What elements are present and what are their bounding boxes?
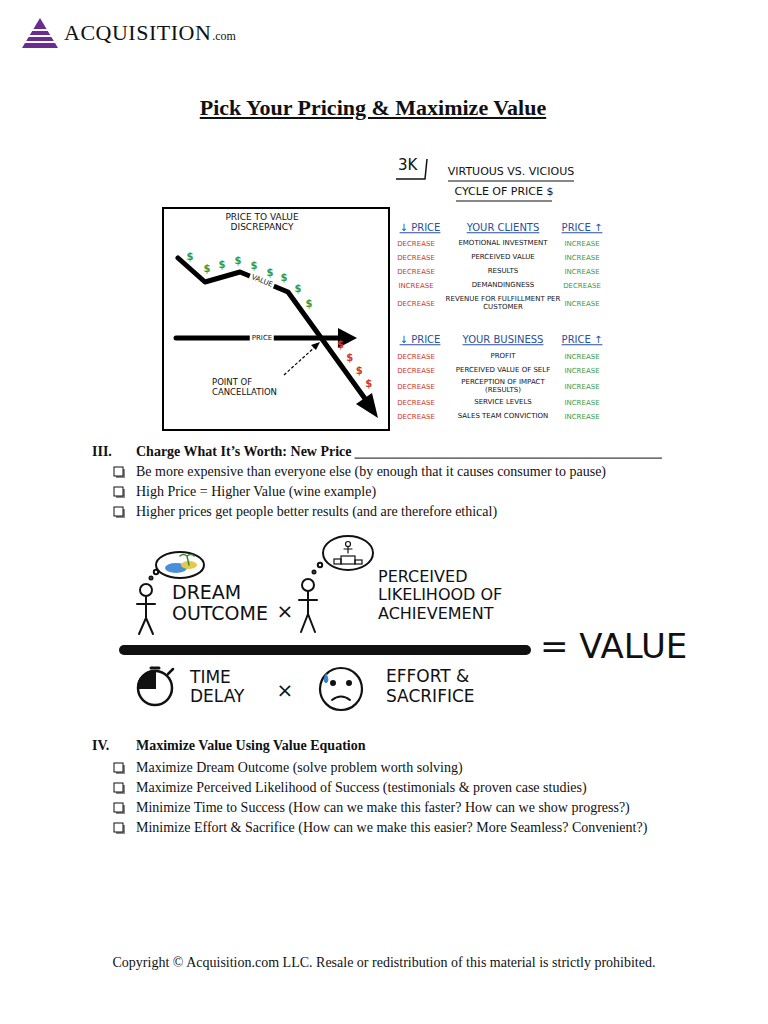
column-header: ↓ PRICE xyxy=(400,334,441,346)
axis-label: PRICE xyxy=(250,334,274,342)
logo-suffix: .com xyxy=(212,30,236,44)
bullet-text: Minimize Time to Success (How can we mak… xyxy=(136,800,630,816)
table-cell: PERCEIVED VALUE OF SELF xyxy=(445,367,561,375)
equation-term: TIME DELAY xyxy=(190,668,260,705)
checkbox-bullet xyxy=(114,783,125,794)
cancellation-note: POINT OF CANCELLATION xyxy=(212,378,292,398)
multiply-sign: × xyxy=(277,600,294,623)
table-cell: DECREASE xyxy=(397,254,435,262)
checkbox-bullet xyxy=(114,803,125,814)
column-header: YOUR BUSINESS xyxy=(463,334,544,346)
column-header: YOUR CLIENTS xyxy=(467,222,540,234)
column-header: PRICE ↑ xyxy=(562,334,603,346)
checkbox-bullet xyxy=(114,763,125,774)
table-cell: DEMANDINGNESS xyxy=(445,282,561,290)
table-cell: REVENUE FOR FULFILLMENT PER CUSTOMER xyxy=(445,296,561,311)
equation-term: PERCEIVED LIKELIHOOD OF ACHIEVEMENT xyxy=(378,568,538,623)
checkbox-bullet xyxy=(114,823,125,834)
checkbox-bullet xyxy=(114,467,125,478)
bullet-text: Maximize Dream Outcome (solve problem wo… xyxy=(136,760,463,776)
multiply-sign: × xyxy=(277,679,294,702)
dollar-sign: $ xyxy=(235,255,242,267)
table-cell: DECREASE xyxy=(563,282,601,290)
table-cell: INCREASE xyxy=(398,282,433,290)
table-cell: INCREASE xyxy=(564,367,599,375)
bullet-text: Minimize Effort & Sacrifice (How can we … xyxy=(136,820,647,836)
table-title: CYCLE OF PRICE $ xyxy=(455,186,554,199)
chart-title: PRICE TO VALUE DISCREPANCY xyxy=(203,212,321,233)
dollar-sign: $ xyxy=(267,267,274,279)
section-number: IV. xyxy=(92,738,109,754)
dollar-sign: $ xyxy=(281,273,288,285)
equation-term: EFFORT & SACRIFICE xyxy=(386,667,526,706)
dollar-sign: $ xyxy=(219,259,226,271)
fill-in-blank-line xyxy=(355,458,662,459)
table-cell: PROFIT xyxy=(445,353,561,361)
table-cell: DECREASE xyxy=(397,383,435,391)
column-header: PRICE ↑ xyxy=(562,222,603,234)
dollar-sign: $ xyxy=(306,298,313,310)
table-cell: PERCEIVED VALUE xyxy=(445,254,561,262)
table-cell: INCREASE xyxy=(564,353,599,361)
dollar-sign: $ xyxy=(251,260,258,272)
copyright-footer: Copyright © Acquisition.com LLC. Resale … xyxy=(113,955,656,971)
table-cell: DECREASE xyxy=(397,367,435,375)
table-cell: INCREASE xyxy=(564,383,599,391)
table-cell: INCREASE xyxy=(564,300,599,308)
dollar-sign: $ xyxy=(346,352,353,364)
table-cell: INCREASE xyxy=(564,413,599,421)
table-decoration xyxy=(396,159,574,201)
checkbox-bullet xyxy=(114,487,125,498)
table-cell: PERCEPTION OF IMPACT (RESULTS) xyxy=(445,379,561,394)
table-cell: RESULTS xyxy=(445,268,561,276)
handwritten-note: 3K xyxy=(398,157,417,174)
checkbox-bullet xyxy=(114,507,125,518)
bullet-text: Be more expensive than everyone else (by… xyxy=(136,464,606,480)
table-cell: DECREASE xyxy=(397,413,435,421)
table-cell: SERVICE LEVELS xyxy=(445,399,561,407)
table-cell: DECREASE xyxy=(397,268,435,276)
section-heading: Maximize Value Using Value Equation xyxy=(136,738,366,754)
column-header: ↓ PRICE xyxy=(400,222,441,234)
dollar-sign: $ xyxy=(337,339,344,351)
table-cell: EMOTIONAL INVESTMENT xyxy=(445,240,561,248)
equation-result: = VALUE xyxy=(540,627,687,666)
dollar-sign: $ xyxy=(187,251,194,263)
bullet-text: Maximize Perceived Likelihood of Success… xyxy=(136,780,587,796)
table-cell: DECREASE xyxy=(397,300,435,308)
table-cell: DECREASE xyxy=(397,240,435,248)
dollar-sign: $ xyxy=(295,283,302,295)
logo-wordmark: ACQUISITION xyxy=(64,20,211,45)
table-cell: INCREASE xyxy=(564,254,599,262)
section-number: III. xyxy=(92,444,112,460)
bullet-text: High Price = Higher Value (wine example) xyxy=(136,484,376,500)
page-title: Pick Your Pricing & Maximize Value xyxy=(200,95,546,120)
logo-triangle xyxy=(22,18,58,48)
dollar-sign: $ xyxy=(356,365,363,377)
equation-term: DREAM OUTCOME xyxy=(172,582,272,624)
table-title: VIRTUOUS VS. VICIOUS xyxy=(448,166,574,179)
value-equation-figures xyxy=(124,536,526,710)
price-value-chart xyxy=(163,208,389,430)
bullet-text: Higher prices get people better results … xyxy=(136,504,497,520)
table-cell: INCREASE xyxy=(564,240,599,248)
table-cell: INCREASE xyxy=(564,268,599,276)
section-heading: Charge What It’s Worth: New Price xyxy=(136,444,352,460)
table-cell: INCREASE xyxy=(564,399,599,407)
dollar-sign: $ xyxy=(204,264,211,276)
table-cell: DECREASE xyxy=(397,399,435,407)
table-cell: SALES TEAM CONVICTION xyxy=(445,413,561,421)
table-cell: DECREASE xyxy=(397,353,435,361)
dollar-sign: $ xyxy=(365,378,372,390)
